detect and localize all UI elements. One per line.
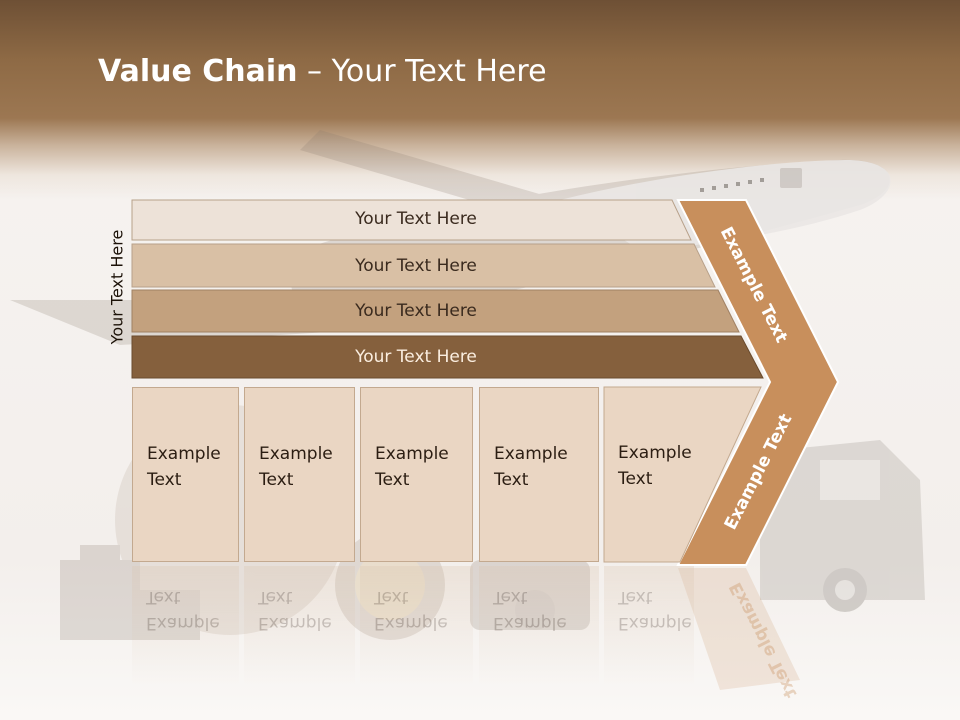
activity-box-label: Example Text — [147, 444, 221, 490]
activity-box-4: Example Text — [479, 387, 599, 562]
activity-box-1: Example Text — [132, 387, 239, 562]
row-bar-3 — [131, 289, 740, 333]
activity-box-2: Example Text — [244, 387, 355, 562]
box-reflection: Example Text — [604, 566, 694, 686]
row-label-4: Your Text Here — [355, 347, 477, 367]
activity-box-5: Example Text — [604, 387, 724, 562]
row-bar-4 — [131, 335, 764, 379]
slide-title: Value Chain – Your Text Here — [98, 54, 547, 89]
chevron-arrow — [676, 199, 840, 566]
crates-illustration — [60, 560, 140, 640]
activity-box-3: Example Text — [360, 387, 473, 562]
row-label-1: Your Text Here — [355, 209, 477, 229]
activity-box-label: Example Text — [494, 444, 568, 490]
activity-box-label: Example Text — [618, 443, 692, 489]
box-reflection: Example Text — [132, 566, 239, 686]
truck-illustration — [760, 440, 925, 600]
box-reflection: Example Text — [244, 566, 355, 686]
row-bar-1 — [131, 199, 692, 241]
row-label-3: Your Text Here — [355, 301, 477, 321]
row-bar-2 — [131, 243, 716, 288]
van-illustration — [470, 560, 590, 630]
box-reflection: Example Text — [479, 566, 599, 686]
box-reflection: Example Text — [360, 566, 473, 686]
chevron-reflection — [678, 568, 800, 690]
row-label-2: Your Text Here — [355, 256, 477, 276]
activity-box-label: Example Text — [375, 444, 449, 490]
activity-box-label: Example Text — [259, 444, 333, 490]
